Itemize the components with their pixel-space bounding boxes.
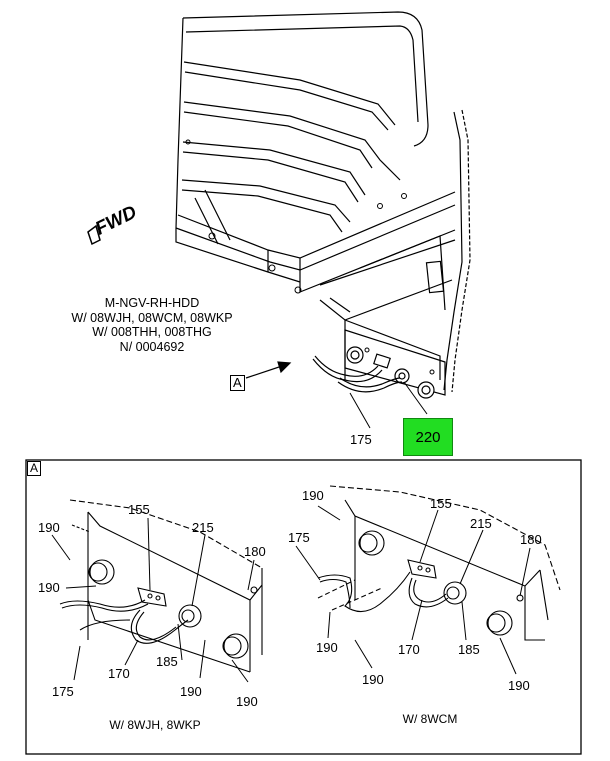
detail-view-label: A — [27, 461, 42, 476]
callout-180: 180 — [520, 532, 542, 547]
callout-190: 190 — [316, 640, 338, 655]
callout-185: 185 — [458, 642, 480, 657]
callout-175: 175 — [52, 684, 74, 699]
top-connectors — [346, 346, 435, 399]
callout-215: 215 — [470, 516, 492, 531]
callout-185: 185 — [156, 654, 178, 669]
callout-155: 155 — [128, 502, 150, 517]
applicability-note: M-NGV-RH-HDD W/ 08WJH, 08WCM, 08WKP W/ 0… — [52, 296, 252, 354]
fwd-arrow-icon — [87, 224, 101, 246]
right-detail-leaders — [295, 505, 531, 675]
callout-190: 190 — [302, 488, 324, 503]
right-detail-caption: W/ 8WCM — [402, 712, 458, 726]
note-line: W/ 08WJH, 08WCM, 08WKP — [71, 310, 233, 325]
note-line: M-NGV-RH-HDD — [104, 296, 200, 310]
cab-side-panel — [175, 11, 471, 396]
callout-170: 170 — [108, 666, 130, 681]
view-reference-box: A — [230, 375, 245, 391]
top-leaders — [349, 381, 428, 429]
note-line: W/ 008THH, 008THG — [92, 325, 212, 339]
callout-190-extra: 190 — [362, 672, 384, 687]
callout-175-top: 175 — [350, 432, 372, 447]
callout-190: 190 — [38, 580, 60, 595]
callout-175: 175 — [288, 530, 310, 545]
right-detail-art — [317, 485, 561, 641]
left-detail-art — [59, 499, 263, 673]
callout-170: 170 — [398, 642, 420, 657]
callout-215: 215 — [192, 520, 214, 535]
highlighted-callout-220[interactable]: 220 — [403, 418, 453, 456]
left-detail-caption: W/ 8WJH, 8WKP — [109, 718, 201, 732]
detail-frame — [25, 459, 582, 755]
callout-190: 190 — [38, 520, 60, 535]
callout-220-label: 220 — [415, 428, 441, 446]
callout-180: 180 — [244, 544, 266, 559]
callout-190: 190 — [236, 694, 258, 709]
rivets — [185, 139, 435, 375]
callout-190: 190 — [180, 684, 202, 699]
top-harness-wire — [312, 355, 403, 393]
left-detail-leaders — [51, 517, 255, 683]
view-a-arrow — [245, 361, 292, 379]
callout-155: 155 — [430, 496, 452, 511]
callout-190: 190 — [508, 678, 530, 693]
note-line: N/ 0004692 — [119, 339, 185, 354]
